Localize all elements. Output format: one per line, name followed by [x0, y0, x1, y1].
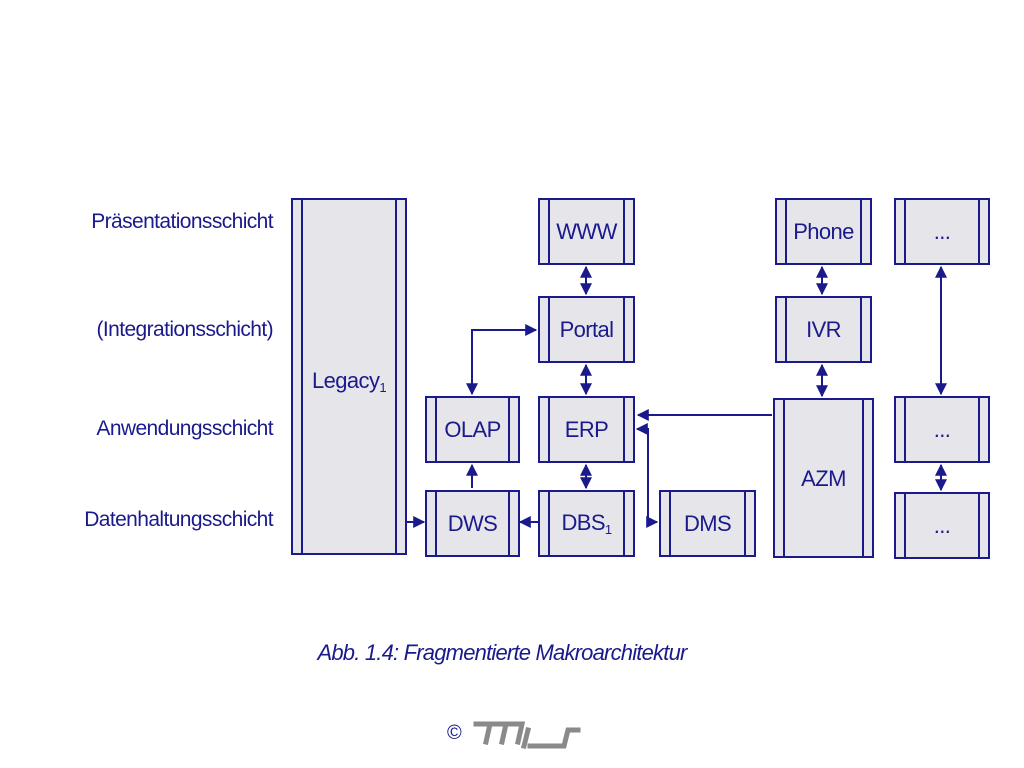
- mis-logo-icon: [473, 721, 581, 750]
- box-erp-label: ERP: [564, 416, 609, 442]
- layer-label-presentation: Präsentationsschicht: [91, 210, 273, 233]
- box-dws-label: DWS: [447, 510, 498, 536]
- box-legacy: Legacy1: [291, 198, 407, 555]
- box-ivr: IVR: [775, 296, 872, 363]
- layer-label-application: Anwendungsschicht: [96, 417, 273, 440]
- box-www: WWW: [538, 198, 635, 265]
- box-other-application: ...: [894, 396, 990, 463]
- box-dbs-label: DBS: [561, 510, 605, 535]
- box-azm-label: AZM: [801, 466, 846, 491]
- arrow-erp-dms: [635, 423, 659, 528]
- box-azm: AZM: [773, 398, 874, 558]
- layer-label-integration: (Integrationsschicht): [96, 318, 274, 341]
- box-erp: ERP: [538, 396, 635, 463]
- box-olap-label: OLAP: [444, 416, 501, 442]
- box-legacy-label: Legacy: [312, 368, 380, 393]
- box-dms: DMS: [659, 490, 756, 557]
- box-www-label: WWW: [556, 218, 617, 244]
- box-other-data-label: ...: [933, 512, 951, 538]
- box-other-data: ...: [894, 492, 990, 559]
- box-dws: DWS: [425, 490, 520, 557]
- box-legacy-sub: 1: [379, 380, 386, 395]
- box-phone: Phone: [775, 198, 872, 265]
- box-other-presentation-label: ...: [933, 218, 951, 244]
- box-dms-label: DMS: [683, 510, 732, 536]
- arrow-olap-portal: [466, 324, 538, 396]
- copyright-symbol: ©: [447, 721, 462, 744]
- box-ivr-label: IVR: [806, 316, 841, 342]
- box-dbs: DBS1: [538, 490, 635, 557]
- figure-caption: Abb. 1.4: Fragmentierte Makroarchitektur: [317, 640, 687, 665]
- box-dbs-sub: 1: [604, 522, 612, 537]
- box-other-application-label: ...: [933, 416, 951, 442]
- box-portal-label: Portal: [559, 316, 614, 342]
- layer-label-data: Datenhaltungsschicht: [84, 508, 273, 531]
- box-portal: Portal: [538, 296, 635, 363]
- box-other-presentation: ...: [894, 198, 990, 265]
- box-olap: OLAP: [425, 396, 520, 463]
- box-phone-label: Phone: [793, 218, 854, 244]
- footer: ©: [447, 716, 590, 750]
